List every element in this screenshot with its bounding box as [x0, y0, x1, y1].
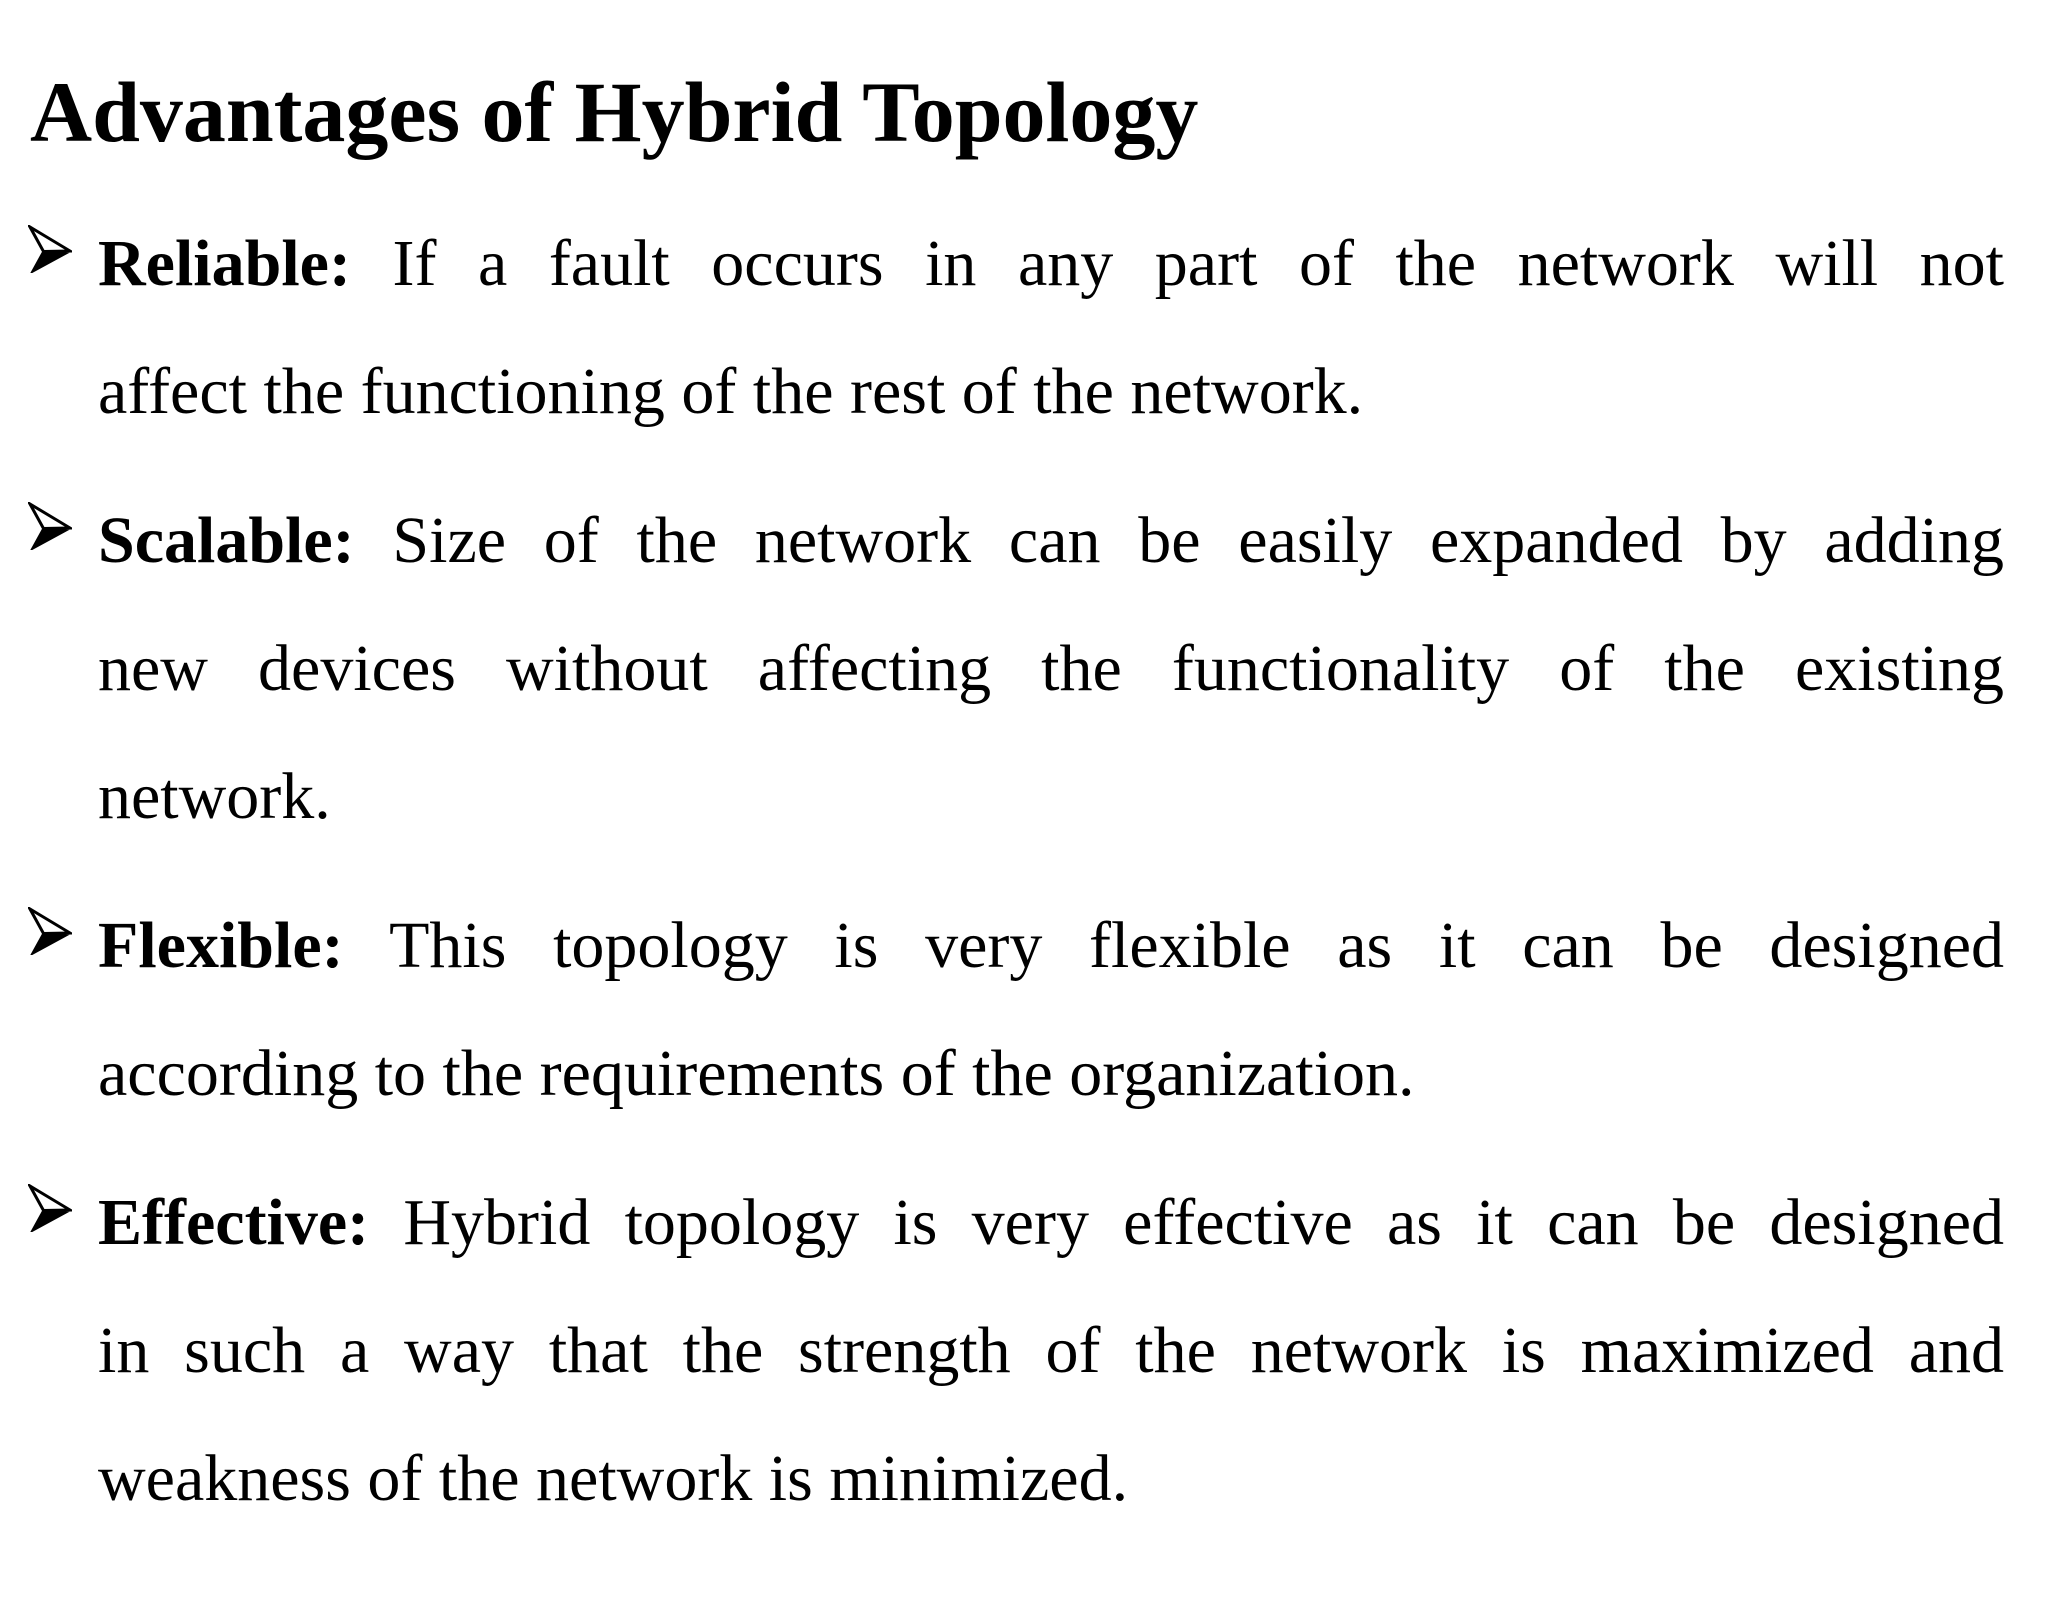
slide: Advantages of Hybrid Topology Reliable: … — [0, 69, 2048, 1605]
list-item: Reliable: If a fault occurs in any part … — [0, 200, 2004, 456]
bullet-line: affect the functioning of the rest of th… — [98, 355, 1364, 428]
bullet-text: Hybrid topology is very effective as it … — [403, 1186, 2004, 1259]
list-item: Flexible: This topology is very flexible… — [0, 882, 2004, 1138]
bullet-label: Flexible: — [98, 909, 344, 982]
bullet-list: Reliable: If a fault occurs in any part … — [0, 200, 2004, 1543]
bullet-line: new devices without affecting the functi… — [98, 632, 2004, 705]
bullet-line: according to the requirements of the org… — [98, 1037, 1415, 1110]
bullet-text: If a fault occurs in any part of the net… — [392, 227, 2005, 300]
bullet-line: weakness of the network is minimized. — [98, 1442, 1129, 1515]
bullet-line: Scalable: Size of the network can be eas… — [98, 477, 2004, 605]
list-item: Effective: Hybrid topology is very effec… — [0, 1159, 2004, 1543]
bullet-label: Effective: — [98, 1186, 370, 1259]
list-item: Scalable: Size of the network can be eas… — [0, 477, 2004, 861]
bullet-line: in such a way that the strength of the n… — [98, 1314, 2004, 1387]
bullet-label: Reliable: — [98, 227, 351, 300]
bullet-text: This topology is very flexible as it can… — [389, 909, 2004, 982]
arrowhead-bullet-icon — [28, 1184, 72, 1232]
arrowhead-bullet-icon — [28, 225, 72, 273]
bullet-label: Scalable: — [98, 504, 355, 577]
bullet-text: Size of the network can be easily expand… — [392, 504, 2004, 577]
bullet-line: Reliable: If a fault occurs in any part … — [98, 200, 2004, 328]
arrowhead-bullet-icon — [28, 907, 72, 955]
arrowhead-bullet-icon — [28, 502, 72, 550]
bullet-line: Effective: Hybrid topology is very effec… — [98, 1159, 2004, 1287]
bullet-line: Flexible: This topology is very flexible… — [98, 882, 2004, 1010]
page-title: Advantages of Hybrid Topology — [30, 64, 1199, 160]
bullet-line: network. — [98, 760, 331, 833]
